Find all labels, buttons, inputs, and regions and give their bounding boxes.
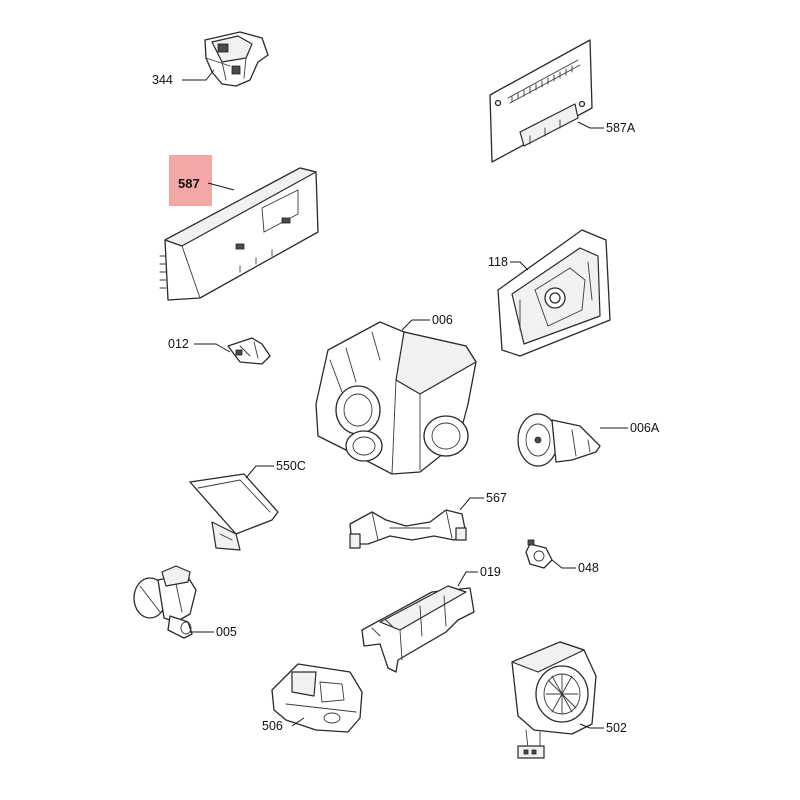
- callout-587a: 587A: [606, 121, 636, 135]
- callout-506: 506: [262, 719, 283, 733]
- callout-587-highlight: [169, 155, 212, 206]
- callout-048: 048: [578, 561, 599, 575]
- part-005-inlet-valve[interactable]: [133, 565, 197, 639]
- leader-006: [401, 319, 430, 331]
- leader-587: [207, 182, 235, 191]
- callout-019: 019: [480, 565, 501, 579]
- leader-012: [194, 343, 231, 353]
- callout-344: 344: [152, 73, 173, 87]
- part-344-door-lock[interactable]: [204, 31, 269, 87]
- part-012-sensor[interactable]: [227, 337, 271, 365]
- callout-587: 587: [178, 176, 200, 191]
- part-006a-drain-pump[interactable]: [517, 413, 601, 467]
- leader-550c: [245, 465, 274, 479]
- part-502-blower-fan[interactable]: [511, 641, 597, 759]
- leader-587a: [577, 121, 604, 129]
- leader-344: [182, 69, 215, 81]
- callout-005: 005: [216, 625, 237, 639]
- part-019-sensor-block[interactable]: [361, 585, 475, 673]
- part-587a-circuit-board[interactable]: [489, 39, 593, 163]
- callout-502: 502: [606, 721, 627, 735]
- leader-506: [291, 717, 305, 727]
- part-567-bracket[interactable]: [349, 509, 467, 549]
- callout-118: 118: [488, 255, 508, 269]
- part-006-sump-housing[interactable]: [315, 321, 477, 475]
- part-118-detergent-dispenser[interactable]: [497, 229, 611, 357]
- callout-012: 012: [168, 337, 189, 351]
- leader-048: [551, 559, 576, 569]
- part-587-control-module[interactable]: [159, 167, 319, 301]
- callout-550c: 550C: [276, 459, 306, 473]
- leader-567: [459, 497, 484, 511]
- callout-006a: 006A: [630, 421, 660, 435]
- callout-006: 006: [432, 313, 453, 327]
- leader-019: [457, 571, 478, 587]
- part-048-sensor[interactable]: [525, 539, 553, 569]
- leader-118: [510, 261, 529, 271]
- part-550c-cover-flap[interactable]: [189, 473, 279, 551]
- leader-502: [579, 723, 604, 729]
- callout-567: 567: [486, 491, 507, 505]
- part-506-holder[interactable]: [271, 663, 363, 733]
